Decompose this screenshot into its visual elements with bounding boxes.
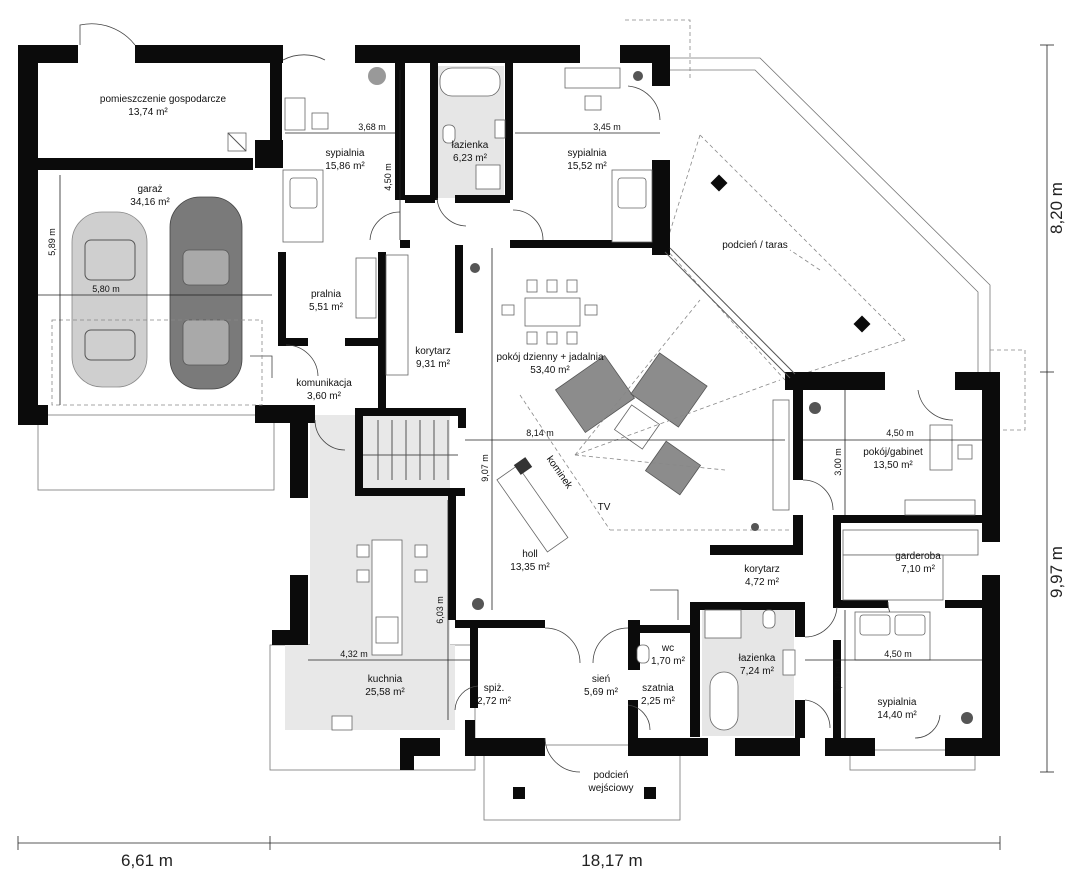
- tv-label: TV: [598, 502, 611, 513]
- room-area-gabinet: 13,50 m²: [873, 460, 913, 471]
- dimension-labels: 3,68 m 3,45 m 4,50 m 5,89 m 5,80 m 8,14 …: [47, 122, 1066, 870]
- room-area-sypialnia3: 14,40 m²: [877, 710, 917, 721]
- dim-580: 5,80 m: [92, 284, 120, 294]
- dim-450-vertical: 4,50 m: [383, 163, 393, 191]
- room-area-pokoj-dzienny: 53,40 m²: [530, 365, 570, 376]
- walls: [18, 45, 1000, 770]
- room-name-wc: wc: [661, 643, 674, 654]
- room-name-sien: sień: [592, 674, 610, 685]
- dim-450-sypialnia: 4,50 m: [884, 649, 912, 659]
- room-area-korytarz1: 9,31 m²: [416, 359, 451, 370]
- room-name-sypialnia1: sypialnia: [326, 148, 365, 159]
- room-name-pralnia: pralnia: [311, 289, 341, 300]
- overall-dim-bottom-right: 18,17 m: [581, 851, 642, 870]
- dim-603: 6,03 m: [435, 596, 445, 624]
- room-name-szatnia: szatnia: [642, 683, 674, 694]
- room-name-spiz: spiż.: [484, 683, 505, 694]
- room-name-podcien-taras: podcień / taras: [722, 240, 788, 251]
- dimension-lines: [17, 44, 1054, 850]
- room-area-kuchnia: 25,58 m²: [365, 687, 405, 698]
- room-labels: pomieszczenie gospodarcze 13,74 m² garaż…: [100, 94, 941, 794]
- room-name-lazienka2: łazienka: [739, 653, 776, 664]
- room-area-komunikacja: 3,60 m²: [307, 391, 342, 402]
- room-name-garaz: garaż: [137, 184, 162, 195]
- fireplace-label: kominek: [544, 454, 575, 492]
- room-area-pralnia: 5,51 m²: [309, 302, 344, 313]
- door-swings: [79, 23, 954, 773]
- garage-car-dark: [169, 196, 243, 390]
- dim-814: 8,14 m: [526, 428, 554, 438]
- room-name-korytarz1: korytarz: [415, 346, 451, 357]
- room-area-sypialnia2: 15,52 m²: [567, 161, 607, 172]
- garage-car-light: [71, 211, 148, 388]
- tv-viewing-lines: [519, 299, 790, 531]
- room-name-gabinet: pokój/gabinet: [863, 447, 923, 458]
- room-name-holl: holl: [522, 549, 538, 560]
- room-area-holl: 13,35 m²: [510, 562, 550, 573]
- overall-dim-right-top: 8,20 m: [1047, 182, 1066, 234]
- dim-907: 9,07 m: [480, 454, 490, 482]
- overall-dim-bottom-left: 6,61 m: [121, 851, 173, 870]
- room-name-podcien-wej-1: podcień: [593, 770, 628, 781]
- overall-dim-right-bottom: 9,97 m: [1047, 546, 1066, 598]
- terrace-outline: [625, 19, 1026, 431]
- room-area-garderoba: 7,10 m²: [901, 564, 936, 575]
- room-name-sypialnia2: sypialnia: [568, 148, 607, 159]
- room-name-kuchnia: kuchnia: [368, 674, 403, 685]
- porch-slab: [483, 744, 681, 821]
- room-name-pokoj-dzienny: pokój dzienny + jadalnia: [496, 352, 603, 363]
- room-name-garderoba: garderoba: [895, 551, 941, 562]
- room-area-wc: 1,70 m²: [651, 656, 686, 667]
- dim-320: 3,20 m: [833, 666, 843, 694]
- room-name-lazienka1: łazienka: [452, 140, 489, 151]
- room-name-komunikacja: komunikacja: [296, 378, 352, 389]
- room-name-korytarz2: korytarz: [744, 564, 780, 575]
- room-area-lazienka1: 6,23 m²: [453, 153, 488, 164]
- dim-345: 3,45 m: [593, 122, 621, 132]
- plant-icons: [368, 67, 973, 724]
- room-name-gospodarcze: pomieszczenie gospodarcze: [100, 94, 227, 105]
- room-area-korytarz2: 4,72 m²: [745, 577, 780, 588]
- dim-368: 3,68 m: [358, 122, 386, 132]
- room-name-sypialnia3: sypialnia: [878, 697, 917, 708]
- room-area-garaz: 34,16 m²: [130, 197, 170, 208]
- bedroom-window-sill: [849, 749, 976, 771]
- room-area-lazienka2: 7,24 m²: [740, 666, 775, 677]
- room-area-sypialnia1: 15,86 m²: [325, 161, 365, 172]
- room-area-szatnia: 2,25 m²: [641, 696, 676, 707]
- dim-589: 5,89 m: [47, 228, 57, 256]
- furniture: [282, 67, 979, 799]
- dim-300: 3,00 m: [833, 448, 843, 476]
- dim-450-gabinet: 4,50 m: [886, 428, 914, 438]
- terrace-glazing: [664, 251, 791, 379]
- room-area-sien: 5,69 m²: [584, 687, 619, 698]
- garage-parking-outline: [51, 319, 263, 406]
- garage-driveway: [37, 414, 275, 491]
- room-area-gospodarcze: 13,74 m²: [128, 107, 168, 118]
- dim-432: 4,32 m: [340, 649, 368, 659]
- room-name-podcien-wej-2: wejściowy: [587, 783, 633, 794]
- room-area-spiz: 2,72 m²: [477, 696, 512, 707]
